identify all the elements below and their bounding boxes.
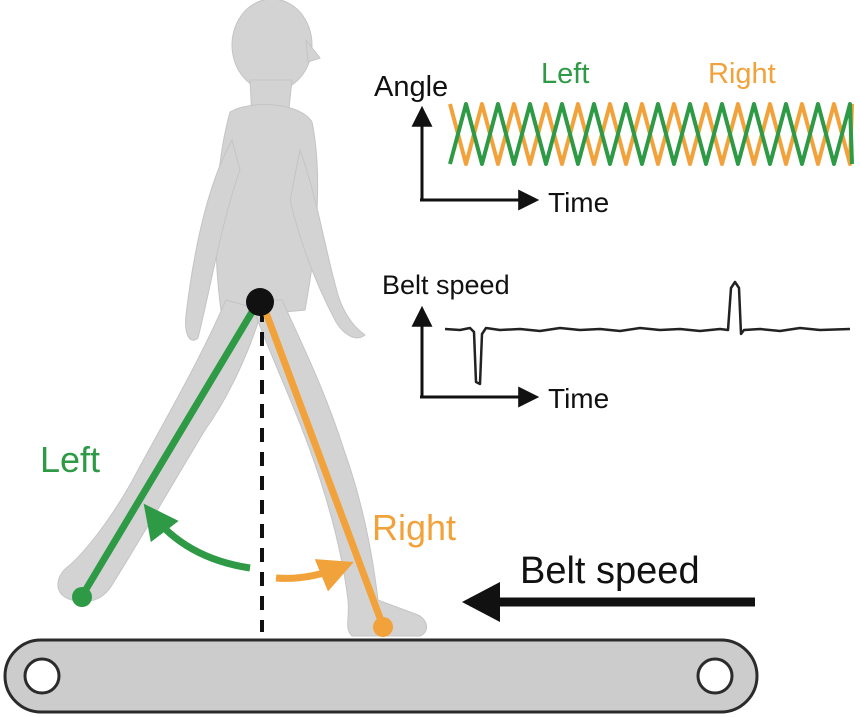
belt-speed-axis-label: Belt speed	[382, 270, 510, 300]
right-series-label: Right	[708, 58, 776, 90]
left-angle-arrow	[143, 503, 251, 572]
belt-speed-trace	[444, 280, 851, 386]
right-angle-wave	[448, 102, 854, 166]
treadmill	[3, 638, 759, 714]
right-angle-arrow	[275, 559, 354, 592]
left-foot-marker	[72, 587, 92, 607]
belt-speed-arrow-label: Belt speed	[520, 550, 700, 592]
angle-axis-label: Angle	[374, 71, 448, 103]
belt-speed-time-plot: Belt speed Time	[382, 270, 851, 414]
left-series-label: Left	[541, 58, 589, 90]
right-leg-segment	[258, 298, 387, 630]
hip-joint-icon	[246, 288, 274, 316]
treadmill-roller-left	[23, 657, 61, 695]
left-leg-label: Left	[40, 439, 100, 480]
right-leg-label: Right	[372, 507, 456, 548]
right-foot-marker	[373, 617, 393, 637]
belt-speed-time-axis-label: Time	[548, 383, 609, 414]
left-leg-segment	[78, 298, 262, 600]
left-angle-wave	[448, 102, 854, 166]
treadmill-roller-right	[696, 657, 734, 695]
angle-time-plot: Angle Left Right Time	[374, 58, 854, 218]
angle-time-axis-label: Time	[548, 187, 609, 218]
arrow-left-icon	[462, 582, 500, 622]
